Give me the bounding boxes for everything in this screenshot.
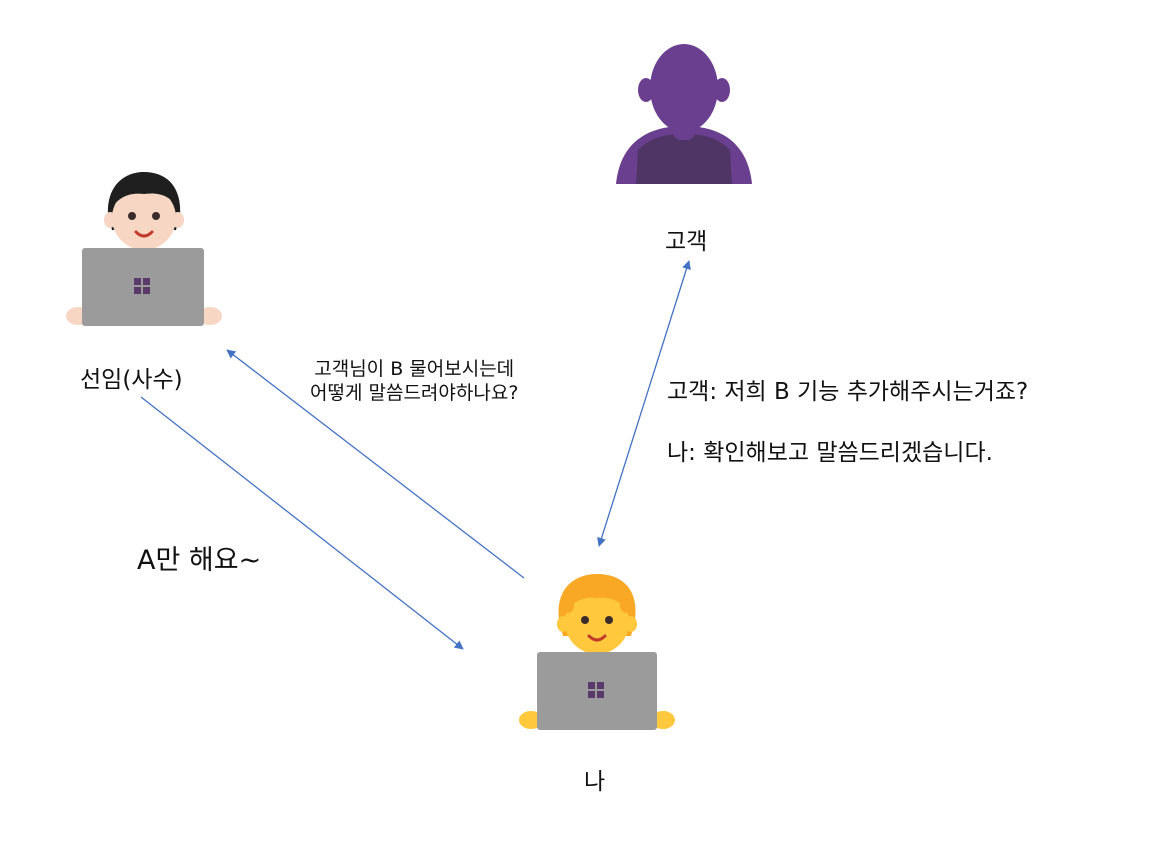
me-label: 나 [584,769,606,795]
question-line-1: 고객님이 B 물어보시는데 [314,358,515,380]
me-at-laptop-icon [519,574,675,730]
arrow-senior-to-me [140,396,464,650]
customer-label: 고객 [665,229,708,255]
customer-silhouette-icon [616,44,752,184]
arrow-me-to-senior [226,349,525,579]
senior-label: 선임(사수) [80,367,183,393]
arrow-me-customer-bidirectional [597,260,691,547]
question-to-senior: 고객님이 B 물어보시는데 어떻게 말씀드려야하나요? [310,357,518,405]
windows-logo-icon [588,682,604,698]
senior-reply: A만 해요~ [137,545,262,576]
windows-logo-icon [134,278,150,294]
me-dialogue: 나: 확인해보고 말씀드리겠습니다. [667,440,993,466]
senior-at-laptop-icon [66,172,222,326]
customer-dialogue: 고객: 저희 B 기능 추가해주시는거죠? [667,379,1029,405]
question-line-2: 어떻게 말씀드려야하나요? [310,382,519,404]
